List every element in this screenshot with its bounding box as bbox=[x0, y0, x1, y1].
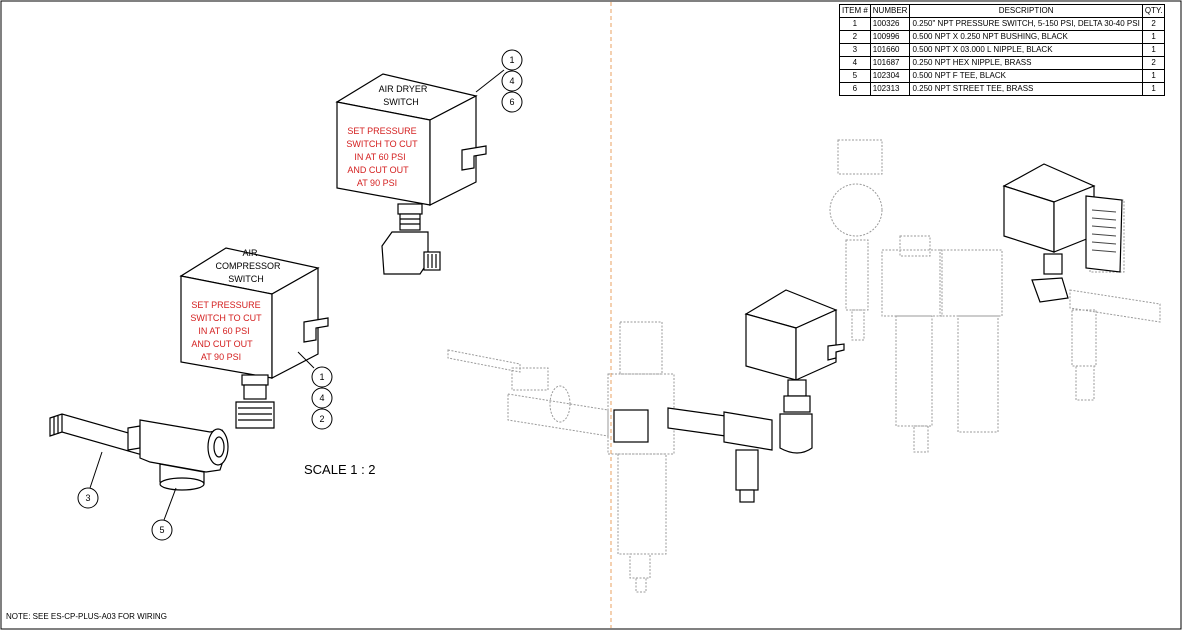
bom-description: 0.500 NPT X 0.250 NPT BUSHING, BLACK bbox=[909, 30, 1143, 44]
ghost-assembly-solid bbox=[613, 163, 1123, 503]
compressor-switch bbox=[179, 247, 329, 429]
balloon-label: 6 bbox=[509, 97, 514, 107]
balloon-circle bbox=[501, 49, 523, 71]
table-row: 1 100326 0.250" NPT PRESSURE SWITCH, 5-1… bbox=[839, 17, 1166, 31]
dryer-balloons: 1 4 6 bbox=[475, 49, 523, 113]
nipple-tee-balloons: 3 5 bbox=[77, 451, 177, 541]
bom-qty: 2 bbox=[1141, 56, 1166, 70]
bom-item: 5 bbox=[839, 69, 871, 83]
compressor-instruction-3: IN AT 60 PSI bbox=[198, 326, 249, 336]
bom-header-description: DESCRIPTION bbox=[909, 4, 1143, 18]
compressor-title-line2: COMPRESSOR bbox=[215, 261, 281, 271]
bom-description: 0.250 NPT STREET TEE, BRASS bbox=[909, 82, 1143, 96]
bom-description: 0.500 NPT X 03.000 L NIPPLE, BLACK bbox=[909, 43, 1143, 57]
balloon-circle bbox=[311, 366, 333, 388]
balloon-label: 4 bbox=[319, 393, 324, 403]
balloon-circle bbox=[77, 487, 99, 509]
bom-number: 101687 bbox=[869, 56, 911, 70]
table-row: 5 102304 0.500 NPT F TEE, BLACK 1 bbox=[839, 69, 1166, 83]
bom-header-row: ITEM # NUMBER DESCRIPTION QTY. bbox=[839, 4, 1166, 18]
balloon-circle bbox=[311, 387, 333, 409]
bom-qty: 1 bbox=[1141, 69, 1166, 83]
table-row: 4 101687 0.250 NPT HEX NIPPLE, BRASS 2 bbox=[839, 56, 1166, 70]
bom-header-number: NUMBER bbox=[869, 4, 911, 18]
table-row: 2 100996 0.500 NPT X 0.250 NPT BUSHING, … bbox=[839, 30, 1166, 44]
bom-number: 100996 bbox=[869, 30, 911, 44]
dryer-instruction-3: IN AT 60 PSI bbox=[354, 152, 405, 162]
dryer-switch-text: AIR DRYER SWITCH SET PRESSURE SWITCH TO … bbox=[346, 84, 428, 188]
bom-qty: 1 bbox=[1141, 43, 1166, 57]
bom-description: 0.250" NPT PRESSURE SWITCH, 5-150 PSI, D… bbox=[909, 17, 1143, 31]
bom-header-qty: QTY. bbox=[1141, 4, 1166, 18]
balloon-circle bbox=[311, 408, 333, 430]
bom-item: 4 bbox=[839, 56, 871, 70]
balloon-label: 2 bbox=[319, 414, 324, 424]
balloon-circle bbox=[151, 519, 173, 541]
tag-marks bbox=[1091, 209, 1117, 253]
bom-number: 102313 bbox=[869, 82, 911, 96]
bom-item: 6 bbox=[839, 82, 871, 96]
table-row: 3 101660 0.500 NPT X 03.000 L NIPPLE, BL… bbox=[839, 43, 1166, 57]
compressor-instruction-4: AND CUT OUT bbox=[191, 339, 253, 349]
wiring-note: NOTE: SEE ES-CP-PLUS-A03 FOR WIRING bbox=[6, 612, 167, 621]
compressor-title-line3: SWITCH bbox=[228, 274, 264, 284]
bom-description: 0.250 NPT HEX NIPPLE, BRASS bbox=[909, 56, 1143, 70]
dryer-title-line2: SWITCH bbox=[383, 97, 419, 107]
bom-item: 2 bbox=[839, 30, 871, 44]
bom-number: 101660 bbox=[869, 43, 911, 57]
scale-label: SCALE 1 : 2 bbox=[304, 462, 376, 477]
bom-number: 100326 bbox=[869, 17, 911, 31]
balloon-circle bbox=[501, 70, 523, 92]
dryer-instruction-5: AT 90 PSI bbox=[357, 178, 397, 188]
dryer-instruction-2: SWITCH TO CUT bbox=[346, 139, 418, 149]
compressor-title-line1: AIR bbox=[242, 248, 258, 258]
compressor-instruction-1: SET PRESSURE bbox=[191, 300, 260, 310]
bom-qty: 1 bbox=[1141, 30, 1166, 44]
table-row: 6 102313 0.250 NPT STREET TEE, BRASS 1 bbox=[839, 82, 1166, 96]
balloon-label: 4 bbox=[509, 76, 514, 86]
bom-item: 1 bbox=[839, 17, 871, 31]
bom-item: 3 bbox=[839, 43, 871, 57]
compressor-instruction-2: SWITCH TO CUT bbox=[190, 313, 262, 323]
balloon-circle bbox=[501, 91, 523, 113]
dryer-title-line1: AIR DRYER bbox=[379, 84, 428, 94]
dryer-instruction-4: AND CUT OUT bbox=[347, 165, 409, 175]
bom-description: 0.500 NPT F TEE, BLACK bbox=[909, 69, 1143, 83]
dryer-switch bbox=[335, 73, 487, 275]
balloon-label: 1 bbox=[509, 55, 514, 65]
compressor-switch-text: AIR COMPRESSOR SWITCH SET PRESSURE SWITC… bbox=[190, 248, 281, 362]
bom-header-item: ITEM # bbox=[839, 4, 871, 18]
bom-qty: 2 bbox=[1141, 17, 1166, 31]
nipple-and-tee bbox=[49, 413, 229, 491]
bom-qty: 1 bbox=[1141, 82, 1166, 96]
balloon-label: 5 bbox=[159, 525, 164, 535]
bill-of-materials: ITEM # NUMBER DESCRIPTION QTY. 1 100326 … bbox=[839, 4, 1166, 96]
compressor-instruction-5: AT 90 PSI bbox=[201, 352, 241, 362]
balloon-label: 1 bbox=[319, 372, 324, 382]
bom-number: 102304 bbox=[869, 69, 911, 83]
compressor-balloons: 1 4 2 bbox=[297, 351, 333, 430]
balloon-label: 3 bbox=[85, 493, 90, 503]
dryer-instruction-1: SET PRESSURE bbox=[347, 126, 416, 136]
